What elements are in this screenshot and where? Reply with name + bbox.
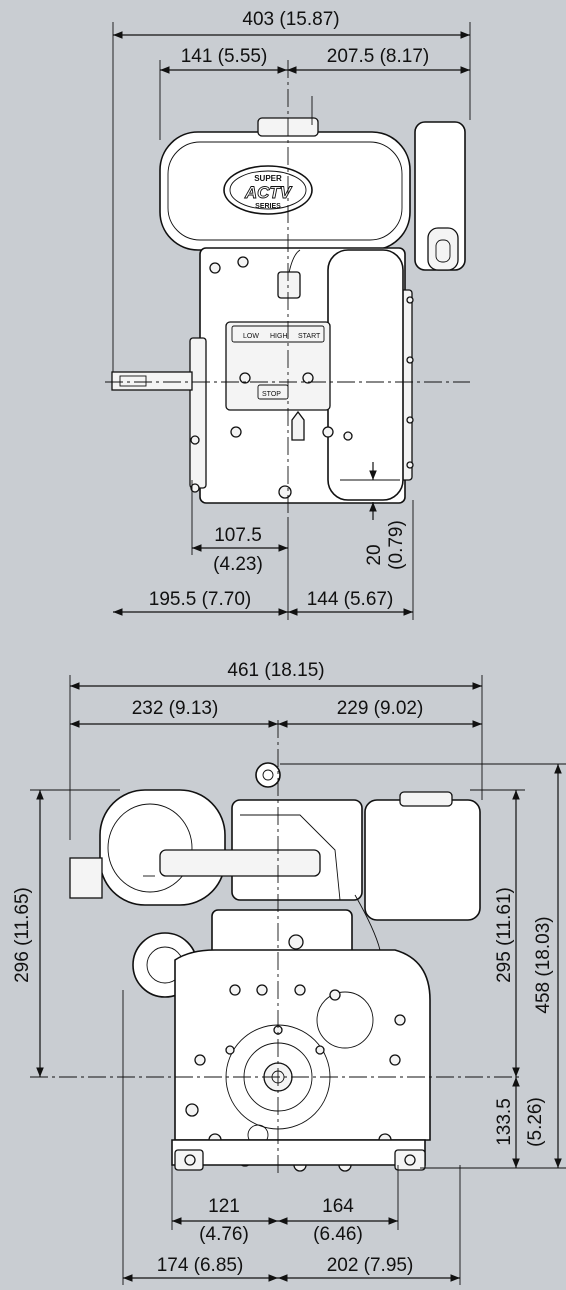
top-engine-body: SUPER ACTV SERIES LOW HIGH START STOP: [111, 96, 466, 504]
top-bottom-left-label: 195.5 (7.70): [149, 589, 251, 610]
logo-top-text: SUPER: [254, 174, 282, 183]
front-shaft-height-inch: (5.26): [525, 1097, 546, 1147]
top-bottom-right-label: 144 (5.67): [307, 589, 394, 610]
logo-middle-text: ACTV: [244, 183, 293, 202]
front-view: 461 (18.15) 232 (9.13) 229 (9.02): [12, 660, 566, 1285]
panel-start-label: START: [298, 333, 321, 340]
front-left-height-label: 296 (11.65): [12, 887, 33, 983]
top-right-from-center-label: 207.5 (8.17): [327, 46, 429, 67]
top-base-offset-value: 20: [364, 544, 385, 565]
front-bottom-left-label: 174 (6.85): [157, 1255, 244, 1276]
logo-bottom-text: SERIES: [255, 203, 281, 210]
front-right-height-dimension: 295 (11.61): [470, 789, 525, 1077]
front-split-width-dimension: 232 (9.13) 229 (9.02): [70, 698, 482, 728]
top-overall-width-label: 403 (15.87): [242, 9, 339, 30]
panel-low-label: LOW: [243, 333, 259, 340]
front-engine-body: [69, 762, 481, 1172]
front-fuel-tank: [364, 799, 481, 921]
top-shaft-offset-inch: (4.23): [213, 554, 263, 575]
logo-badge: [223, 165, 313, 215]
front-total-height-dimension: 458 (18.03): [280, 763, 566, 1169]
front-base-left-value: 121: [208, 1196, 240, 1217]
front-shaft-height-value: 133.5: [494, 1098, 515, 1146]
top-overall-width-dimension: 403 (15.87): [112, 9, 471, 380]
front-left-height-dimension: 296 (11.65): [12, 789, 120, 1077]
front-crankcase: [174, 949, 431, 1141]
top-left-to-center-label: 141 (5.55): [181, 46, 268, 67]
front-base-right-inch: (6.46): [313, 1224, 363, 1245]
top-control-panel: [225, 321, 331, 411]
top-bottom-split-dimension: 195.5 (7.70) 144 (5.67): [113, 500, 414, 620]
top-base-offset-inch: (0.79): [386, 520, 407, 570]
top-shaft-offset-value: 107.5: [214, 525, 262, 546]
front-shaft-height-dimension: 133.5 (5.26): [494, 1077, 546, 1168]
front-overall-width-label: 461 (18.15): [227, 660, 324, 681]
front-right-height-label: 295 (11.61): [494, 887, 515, 983]
front-muffler: [99, 789, 226, 906]
top-base-offset-dimension: 20 (0.79): [340, 462, 407, 570]
front-right-from-center-label: 229 (9.02): [337, 698, 424, 719]
front-total-height-label: 458 (18.03): [533, 916, 554, 1013]
front-base-split-dimension: 121 (4.76) 164 (6.46): [171, 1165, 399, 1245]
front-bottom-split-dimension: 174 (6.85) 202 (7.95): [122, 990, 461, 1285]
panel-stop-label: STOP: [262, 391, 281, 398]
front-base-left-inch: (4.76): [199, 1224, 249, 1245]
top-view: 403 (15.87) 141 (5.55) 207.5 (8.17) SUPE…: [105, 9, 471, 620]
front-overall-width-dimension: 461 (18.15): [69, 660, 483, 840]
front-left-to-center-label: 232 (9.13): [132, 698, 219, 719]
front-base-right-value: 164: [322, 1196, 354, 1217]
top-shaft-offset-dimension: 107.5 (4.23): [191, 480, 289, 620]
top-output-shaft: [111, 371, 193, 391]
panel-high-label: HIGH: [270, 333, 288, 340]
top-split-width-dimension: 141 (5.55) 207.5 (8.17): [159, 46, 470, 140]
front-bottom-right-label: 202 (7.95): [327, 1255, 414, 1276]
